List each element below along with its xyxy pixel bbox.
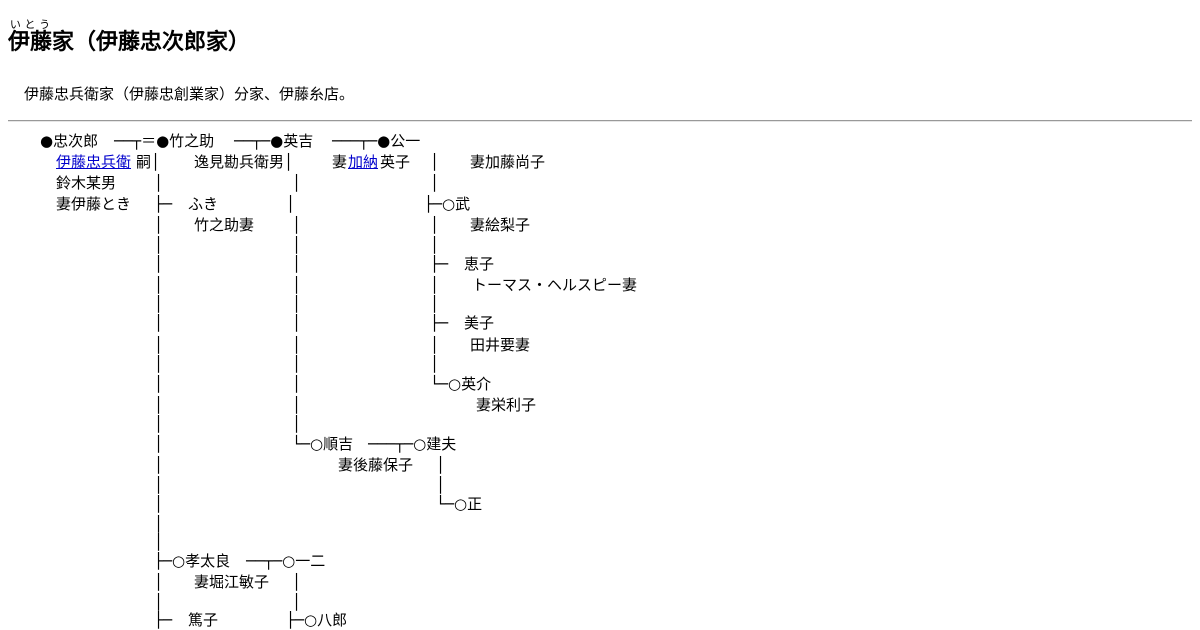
tree-text: │ bbox=[292, 375, 302, 393]
tree-person-link[interactable]: 伊藤忠兵衛 bbox=[56, 153, 132, 171]
tree-text: │ bbox=[292, 276, 302, 294]
tree-text: │ bbox=[430, 153, 440, 171]
tree-text: │ bbox=[292, 314, 302, 332]
tree-text: │ bbox=[436, 476, 446, 494]
tree-text: │ bbox=[292, 355, 302, 373]
tree-text: │ bbox=[430, 276, 440, 294]
tree-text: ──┬＝●竹之助 bbox=[114, 132, 215, 150]
tree-text: ───┬─●公一 bbox=[332, 132, 421, 150]
tree-text: └─○英介 bbox=[430, 375, 492, 393]
tree-text: ───┬─○建夫 bbox=[368, 435, 457, 453]
tree-text: │ bbox=[154, 355, 164, 373]
tree-text: │ bbox=[430, 174, 440, 192]
tree-text: │ bbox=[154, 216, 164, 234]
tree-text: 妻栄利子 bbox=[476, 396, 537, 414]
tree-text: ├─ bbox=[154, 611, 173, 629]
tree-text: 鈴木某男 bbox=[56, 174, 117, 192]
tree-text: 妻後藤保子 bbox=[338, 456, 414, 474]
tree-text: │ bbox=[154, 236, 164, 254]
tree-text: 妻加藤尚子 bbox=[470, 153, 546, 171]
tree-text: │ bbox=[154, 295, 164, 313]
tree-text: ├─○武 bbox=[424, 195, 471, 213]
tree-text: │ bbox=[292, 174, 302, 192]
tree-text: 竹之助妻 bbox=[194, 216, 255, 234]
tree-text: ├─ bbox=[154, 195, 173, 213]
tree-text: │ bbox=[154, 375, 164, 393]
tree-person-link[interactable]: 加納 bbox=[348, 153, 379, 171]
tree-text: │ bbox=[430, 216, 440, 234]
tree-text: │ bbox=[154, 396, 164, 414]
tree-text: │ bbox=[292, 396, 302, 414]
horizontal-divider bbox=[8, 120, 1192, 122]
page-title: 伊藤いとう家（伊藤忠次郎家） bbox=[8, 18, 250, 56]
tree-text: │ bbox=[154, 476, 164, 494]
tree-text: 妻堀江敏子 bbox=[194, 573, 270, 591]
title-ruby-reading: いとう bbox=[8, 18, 52, 31]
tree-text: トーマス・ヘルスピー妻 bbox=[472, 276, 638, 294]
tree-text: │ bbox=[292, 336, 302, 354]
tree-text: ├─ bbox=[430, 255, 449, 273]
tree-text: │ bbox=[430, 236, 440, 254]
tree-text: 田井要妻 bbox=[470, 336, 531, 354]
tree-text: └─○正 bbox=[436, 495, 483, 513]
tree-text: │ bbox=[154, 415, 164, 433]
tree-text: │ bbox=[154, 573, 164, 591]
tree-text: ├─○八郎 bbox=[286, 611, 348, 629]
tree-text: │ bbox=[154, 435, 164, 453]
tree-text: 妻伊藤とき bbox=[56, 195, 132, 213]
tree-text: 篤子 bbox=[188, 611, 219, 629]
tree-text: │ bbox=[154, 515, 164, 533]
tree-text: │ bbox=[292, 255, 302, 273]
tree-text: │ bbox=[430, 355, 440, 373]
tree-text: ●忠次郎 bbox=[40, 132, 99, 150]
tree-text: ├─ bbox=[430, 314, 449, 332]
tree-text: │ bbox=[154, 495, 164, 513]
tree-text: 嗣│ bbox=[136, 153, 161, 171]
title-ruby-base: 伊藤 bbox=[8, 30, 53, 55]
tree-text: │ bbox=[292, 216, 302, 234]
tree-text: │ bbox=[154, 456, 164, 474]
tree-text: 逸見勘兵衛男│ bbox=[194, 153, 294, 171]
tree-text: │ bbox=[292, 573, 302, 591]
tree-text: │ bbox=[154, 174, 164, 192]
tree-text: ──┬─●英吉 bbox=[234, 132, 314, 150]
tree-text: │ bbox=[292, 415, 302, 433]
tree-text: └─○順吉 bbox=[292, 435, 354, 453]
title-ruby: 伊藤いとう bbox=[8, 18, 53, 55]
tree-text: │ bbox=[154, 533, 164, 551]
page-subtitle: 伊藤忠兵衛家（伊藤忠創業家）分家、伊藤糸店。 bbox=[24, 85, 355, 103]
tree-text: │ bbox=[436, 456, 446, 474]
tree-text: │ bbox=[430, 336, 440, 354]
tree-text: │ bbox=[292, 593, 302, 611]
tree-text: ├─○孝太良 bbox=[154, 552, 231, 570]
tree-text: 妻絵梨子 bbox=[470, 216, 531, 234]
tree-text: │ bbox=[154, 336, 164, 354]
tree-text: │ bbox=[286, 195, 296, 213]
tree-text: │ bbox=[430, 295, 440, 313]
title-rest: 家（伊藤忠次郎家） bbox=[52, 30, 251, 55]
tree-text: │ bbox=[154, 314, 164, 332]
tree-text: ──┬─○一二 bbox=[246, 552, 326, 570]
tree-text: ふき bbox=[188, 195, 219, 213]
tree-text: 英子 bbox=[380, 153, 411, 171]
tree-text: 美子 bbox=[464, 314, 495, 332]
tree-text: │ bbox=[292, 236, 302, 254]
tree-text: │ bbox=[154, 593, 164, 611]
tree-text: 妻 bbox=[332, 153, 348, 171]
tree-text: │ bbox=[154, 276, 164, 294]
tree-text: 恵子 bbox=[464, 255, 495, 273]
tree-text: │ bbox=[154, 255, 164, 273]
tree-text: │ bbox=[292, 295, 302, 313]
